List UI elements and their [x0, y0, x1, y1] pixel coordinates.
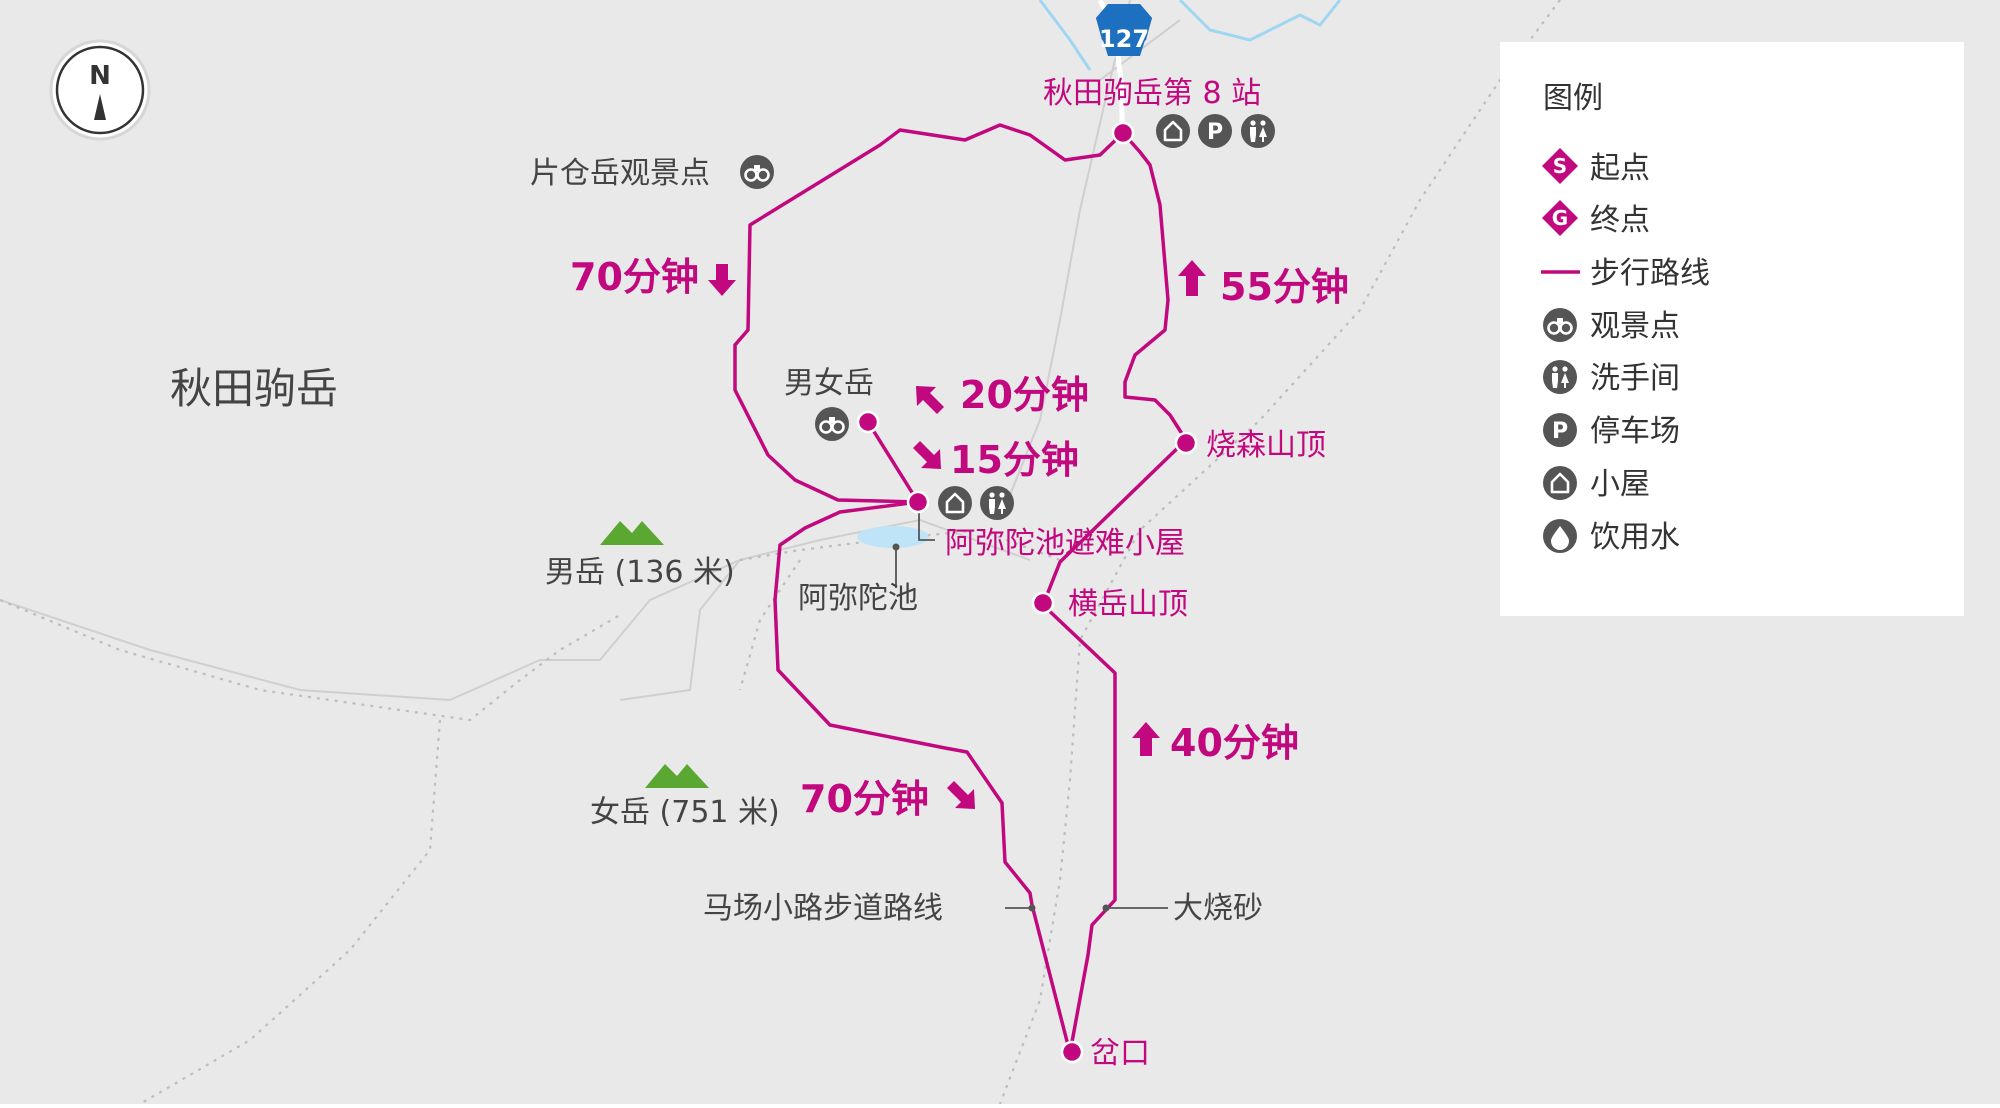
amida-pond	[857, 526, 929, 548]
region-name: 秋田驹岳	[170, 364, 338, 413]
start-marker-icon	[1542, 148, 1578, 184]
legend-label-parking: 停车场	[1590, 414, 1680, 449]
bashou-leader-dot	[1028, 904, 1036, 912]
legend-label-start: 起点	[1590, 151, 1650, 186]
road-badge	[1096, 4, 1152, 56]
leader-lines	[895, 512, 1168, 909]
arrow-up-icon	[1132, 722, 1160, 756]
waypoint-hut[interactable]	[906, 490, 930, 514]
waypoint-yakemori[interactable]	[1174, 431, 1198, 455]
legend-item-route: 步行路线	[1541, 256, 1710, 291]
parking-glyph: P	[1552, 419, 1568, 444]
waypoint-odake-peak[interactable]	[856, 410, 880, 434]
restroom-icon	[1241, 114, 1275, 148]
legend-label-water: 饮用水	[1590, 520, 1680, 555]
legend-label-route: 步行路线	[1590, 256, 1710, 291]
place-station8: 秋田驹岳第 8 站	[1043, 76, 1261, 111]
legend-label-restroom: 洗手间	[1590, 361, 1680, 396]
oyakezuna-leader-dot	[1102, 904, 1110, 912]
hut-icon	[1541, 464, 1579, 502]
waypoint-yokodake[interactable]	[1031, 591, 1055, 615]
compass-label: N	[89, 61, 111, 91]
time-label-70-se: 70分钟	[800, 777, 929, 821]
place-bashou: 马场小路步道路线	[703, 891, 943, 926]
compass	[49, 39, 151, 141]
time-label-70-down: 70分钟	[570, 255, 699, 299]
legend-label-viewpoint: 观景点	[1590, 309, 1680, 344]
north-arrow-icon	[94, 94, 106, 120]
place-medake: 女岳 (751 米)	[590, 795, 780, 830]
place-yokodake: 横岳山顶	[1068, 587, 1188, 622]
parking-icon	[1198, 114, 1232, 148]
goal-marker-icon	[1542, 200, 1578, 236]
legend-item-viewpoint: 观景点	[1541, 306, 1680, 344]
binoculars-icon	[1541, 306, 1579, 344]
time-label-20: 20分钟	[960, 373, 1089, 417]
legend-label-hut: 小屋	[1590, 467, 1650, 502]
hut-icon	[1154, 112, 1192, 150]
legend-item-hut: 小屋	[1541, 464, 1650, 502]
waypoint-mataguchi[interactable]	[1060, 1040, 1084, 1064]
walking-route	[733, 123, 1188, 1054]
arrow-down-right-icon	[947, 781, 975, 809]
river-lines	[1038, 0, 1342, 71]
time-label-40-up: 40分钟	[1170, 721, 1299, 765]
binoculars-icon	[738, 153, 776, 191]
arrow-down-icon	[708, 264, 736, 296]
waypoint-station8[interactable]	[1111, 121, 1135, 145]
place-katakura: 片仓岳观景点	[530, 156, 710, 191]
legend-item-parking: P 停车场	[1543, 413, 1680, 449]
place-odake: 男岳 (136 米)	[545, 555, 735, 590]
place-oyakezuna: 大烧砂	[1173, 891, 1263, 926]
legend-panel: 图例 S 起点 G 终点 步行路线 观景点 洗手间 P 停车场	[1500, 42, 1964, 616]
place-pond: 阿弥陀池	[798, 581, 918, 616]
legend-title: 图例	[1543, 81, 1603, 116]
legend-item-water: 饮用水	[1543, 519, 1680, 555]
waypoints	[856, 121, 1198, 1064]
time-label-15: 15分钟	[950, 438, 1079, 482]
pond-leader-dot	[892, 543, 900, 551]
drinking-water-icon	[1543, 519, 1577, 553]
restroom-icon	[980, 486, 1014, 520]
boundary-lines	[0, 0, 1561, 1105]
place-odake-peak: 男女岳	[784, 366, 874, 401]
arrow-down-right-icon	[913, 441, 941, 469]
legend-label-goal: 终点	[1590, 203, 1650, 238]
time-label-55-up: 55分钟	[1220, 265, 1349, 309]
terrain-lines	[0, 0, 1181, 702]
legend-item-start: S 起点	[1542, 148, 1650, 186]
restroom-icon	[1543, 360, 1577, 394]
legend-item-restroom: 洗手间	[1543, 360, 1680, 396]
start-marker-glyph: S	[1553, 154, 1567, 178]
goal-marker-glyph: G	[1552, 206, 1568, 230]
place-hut: 阿弥陀池避难小屋	[945, 526, 1185, 561]
binoculars-icon	[813, 405, 851, 443]
arrow-up-icon	[1178, 260, 1206, 296]
legend-item-goal: G 终点	[1542, 200, 1650, 238]
parking-icon	[1543, 413, 1577, 447]
hut-icon	[936, 484, 974, 522]
place-yakemori: 烧森山顶	[1206, 428, 1326, 463]
place-mataguchi: 岔口	[1090, 1036, 1150, 1071]
road-number-label: 127	[1099, 25, 1149, 53]
arrow-up-left-icon	[916, 386, 944, 414]
